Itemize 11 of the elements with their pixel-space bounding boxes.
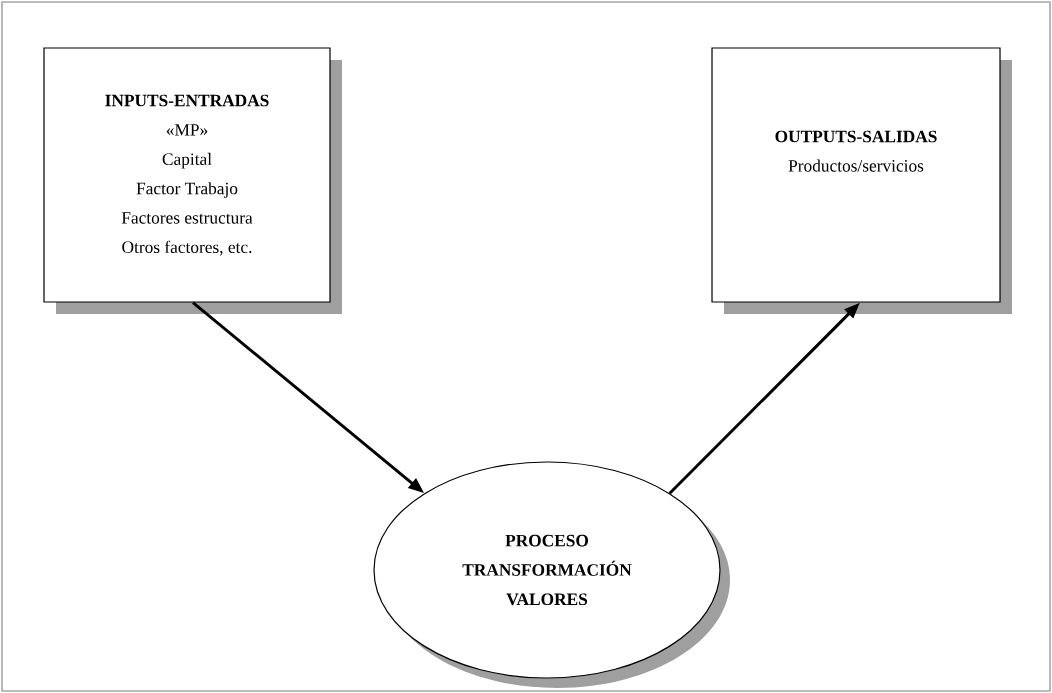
box-text: OUTPUTS-SALIDAS Productos/servicios [775, 130, 937, 172]
node-label: INPUTS-ENTRADAS [105, 94, 269, 107]
node-label: Factor Trabajo [136, 182, 238, 198]
node-label: Capital [162, 152, 212, 169]
node-label: Factores estructura [121, 212, 253, 224]
text-box [711, 47, 1001, 303]
box-text: INPUTS-ENTRADAS «MP» Capital Factor Trabajo Factores estructura Otros factores, etc. [105, 94, 269, 256]
text-box [43, 47, 331, 303]
node-label: PROCESO TRANSFORMACIÓN VALORES [462, 534, 632, 606]
node-label: Otros factores, etc. [122, 240, 252, 256]
node-label: «MP» [166, 124, 208, 136]
